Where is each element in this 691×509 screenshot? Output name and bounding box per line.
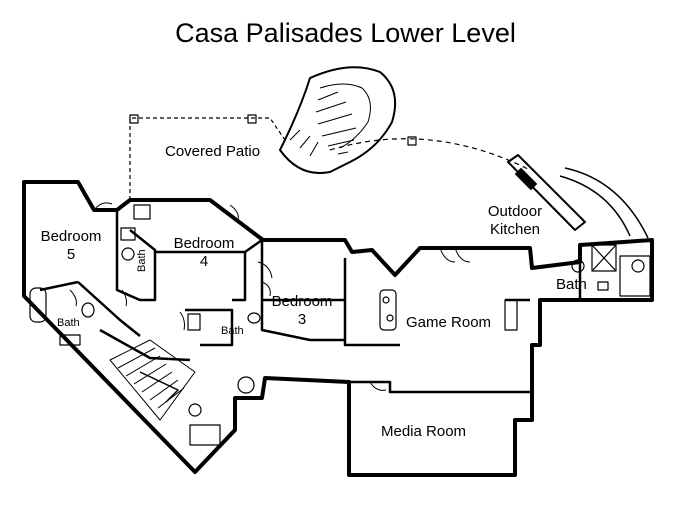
- bedroom-4-label: Bedroom 4: [168, 235, 240, 271]
- media-room-label: Media Room: [381, 423, 467, 440]
- bedroom-4-name: Bedroom: [173, 235, 235, 252]
- bath-left-label: Bath: [57, 317, 80, 329]
- bath-bedroom-3-label: Bath: [221, 325, 244, 337]
- door-swings: [69, 202, 471, 391]
- game-room-label: Game Room: [406, 314, 492, 331]
- fixtures: [29, 204, 651, 446]
- outdoor-kitchen-line1: Outdoor: [487, 203, 543, 220]
- main-stairs: [109, 339, 196, 421]
- bedroom-5-number: 5: [66, 246, 76, 263]
- bath-right-label: Bath: [556, 276, 587, 293]
- bedroom-5-name: Bedroom: [40, 228, 102, 245]
- plan-title: Casa Palisades Lower Level: [175, 18, 516, 48]
- outdoor-kitchen-line2: Kitchen: [489, 221, 541, 238]
- terrace-arc: [329, 138, 531, 171]
- bedroom-3-label: Bedroom 3: [266, 293, 338, 329]
- bath-bedroom-4-label: Bath: [136, 249, 148, 272]
- outdoor-kitchen-label: Outdoor Kitchen: [475, 203, 555, 239]
- kitchen-arc: [564, 167, 649, 239]
- outdoor-kitchen-counter: [507, 154, 586, 231]
- patio-column: [407, 136, 417, 146]
- covered-patio-label: Covered Patio: [165, 143, 261, 160]
- interior-walls: [39, 210, 582, 394]
- bedroom-3-name: Bedroom: [271, 293, 333, 310]
- spiral-stair: [279, 66, 396, 174]
- grill: [514, 167, 538, 191]
- bedroom-4-number: 4: [199, 253, 209, 270]
- patio-column: [247, 114, 257, 124]
- bedroom-3-number: 3: [297, 311, 307, 328]
- bedroom-5-label: Bedroom 5: [36, 228, 106, 264]
- patio-column: [129, 114, 139, 124]
- exterior-wall: [22, 180, 654, 477]
